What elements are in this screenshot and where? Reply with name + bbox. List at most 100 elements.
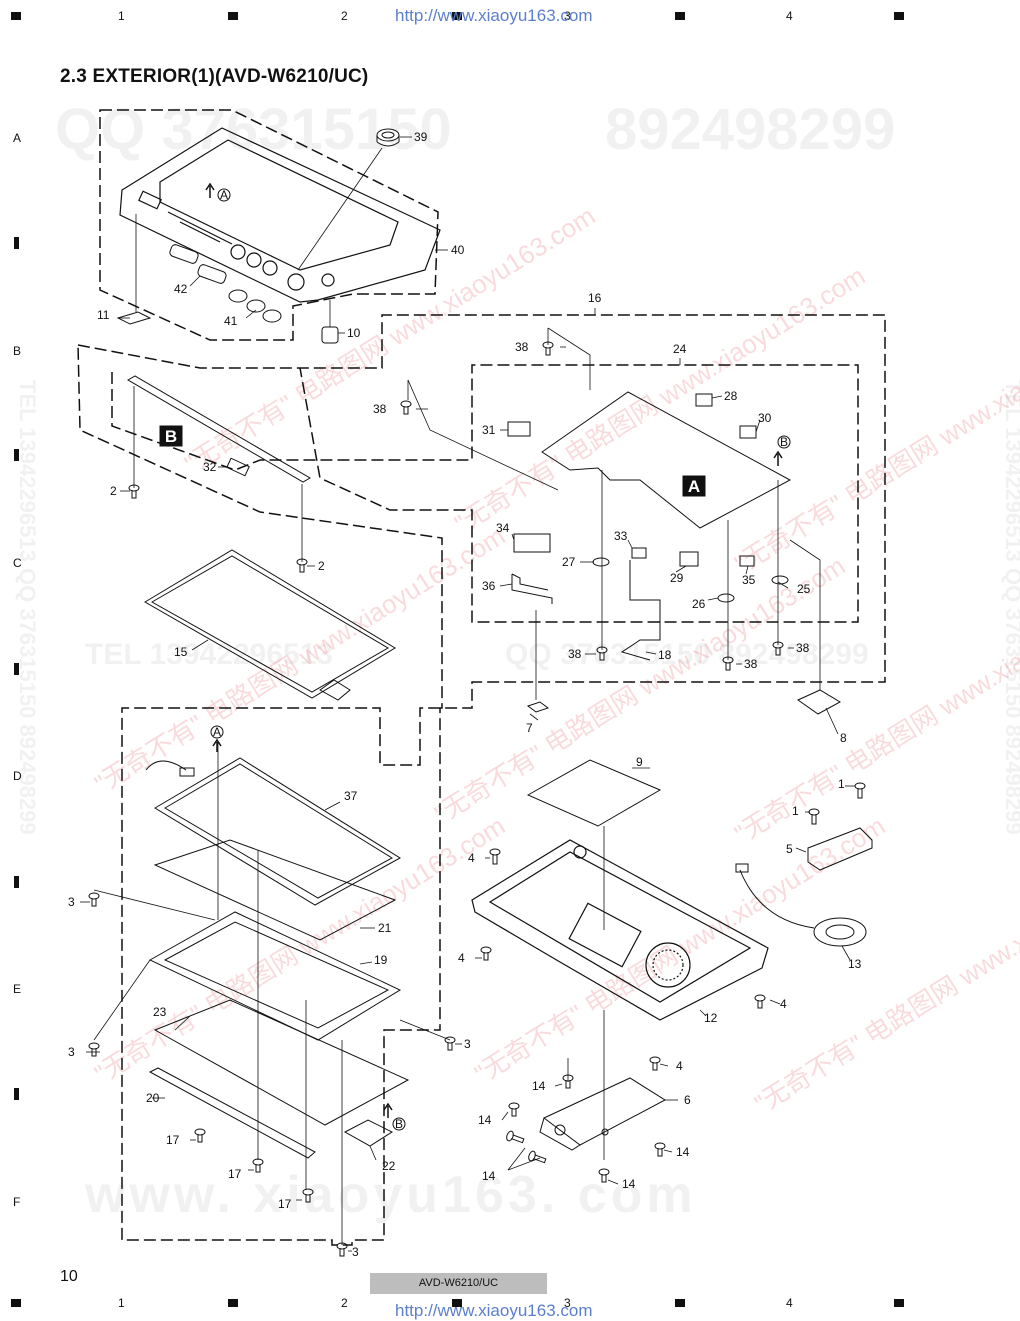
reference-circle-a [210,725,224,739]
part-30-connector [739,425,757,439]
reference-circle-b [392,1117,406,1131]
part-21-sheet [153,839,397,941]
column-number: 4 [786,1296,793,1310]
callout-number: 38 [744,657,758,671]
screw-icon [772,641,784,656]
header-url[interactable]: http://www.xiaoyu163.com [395,6,593,25]
group-outline-b-unit [111,364,859,623]
front-panel [119,127,441,303]
box-label-b-text: B [165,427,177,446]
column-number: 3 [564,1296,571,1310]
front-panel-slot [167,211,233,245]
callout-number: 14 [676,1145,690,1159]
callout-number: 3 [352,1245,359,1259]
part-35-connector [739,555,755,567]
ruler-mark [14,449,19,461]
callout-number: 21 [378,921,392,935]
screw-icon [542,341,554,356]
screw-icon [528,1150,547,1164]
callout-number: 11 [97,308,110,322]
reference-circle-a-text: A [220,188,228,202]
callout-number: 38 [515,340,529,354]
screw-icon [649,1056,661,1071]
part-19-frame-inner [163,921,390,1029]
assembly-group-outlines [77,109,886,1246]
watermark-side: TEL 13942296513 QQ 376315150 892498299 [1001,380,1020,835]
reference-marks: A A B B [205,182,791,1131]
ruler-mark [894,12,904,20]
callout-number: 24 [673,342,687,356]
callout-number: 38 [373,402,387,416]
screw-icon [88,892,100,907]
screw-icon [480,946,492,961]
part-11-label [116,311,152,325]
part-37-lcd-module [154,757,401,906]
ruler-mark [11,1299,21,1307]
bracket-rail [126,375,312,483]
screw-icon [854,782,866,799]
part-9-sheet [526,759,662,827]
part-37-lcd-screen [164,763,393,899]
front-panel-window [159,139,399,271]
callout-number: 22 [382,1159,396,1173]
screw-icon [654,1142,666,1157]
callout-number: 40 [451,243,465,257]
leader [601,470,779,660]
arrow-up-icon [773,450,783,466]
part-10-foot [321,326,339,344]
part-37-connector [179,767,195,777]
reference-circle-b-text: B [395,1117,403,1131]
callout-number: 2 [110,484,117,498]
callout-number: 35 [742,573,756,587]
callout-numbers: 39 40 10 11 42 41 16 38 24 38 31 28 30 3… [68,130,862,1259]
screw-icon [508,1102,520,1117]
callout-number: 17 [228,1167,242,1181]
row-letter: F [13,1195,21,1209]
callout-number: 33 [614,529,628,543]
page-title: 2.3 EXTERIOR(1)(AVD-W6210/UC) [60,66,369,87]
screw-icon [562,1074,574,1089]
part-20-rail [148,1067,316,1159]
part-7-sheet [526,701,550,713]
callout-number: 15 [174,645,188,659]
front-panel-button [321,273,335,287]
callout-number: 18 [658,648,672,662]
part-26-spacer [717,593,735,603]
part-25-spacer [771,575,789,585]
speaker-grille [645,942,691,988]
box-label-a-text: A [688,477,700,496]
callout-number: 14 [532,1079,546,1093]
callout-number: 12 [704,1011,718,1025]
callout-number: 16 [588,291,602,305]
row-letter: C [13,556,22,570]
callout-number: 10 [347,326,361,340]
footer-url[interactable]: http://www.xiaoyu163.com [395,1301,593,1320]
page-number: 10 [60,1268,78,1285]
callout-number: 26 [692,597,706,611]
reference-circle-b [777,435,791,449]
box-label-b [159,425,183,447]
part-37-cable [145,760,187,771]
column-number: 4 [786,9,793,23]
ruler-mark [14,876,19,888]
front-panel-logo [138,190,162,210]
callout-number: 4 [458,951,465,965]
callout-number: 37 [344,789,358,803]
ruler-mark [675,12,685,20]
lcd-assembly-stack [93,742,451,1245]
group-outline-front-cabinet [99,109,439,341]
part-15-lcd-panel [144,549,396,701]
part-13-speaker [735,863,867,947]
arrow-up-icon [383,1102,393,1118]
front-panel-button [262,260,278,276]
arrow-up-icon [205,182,215,198]
callout-number: 38 [568,647,582,661]
rear-cabinet-outline [471,839,769,1021]
callout-number: 5 [786,842,793,856]
column-number: 1 [118,9,125,23]
part-32-connector [226,457,250,477]
part-31-connector [507,421,531,437]
watermark-qq: QQ 376315150 892498299 [505,638,869,671]
screw-icon [808,808,820,825]
